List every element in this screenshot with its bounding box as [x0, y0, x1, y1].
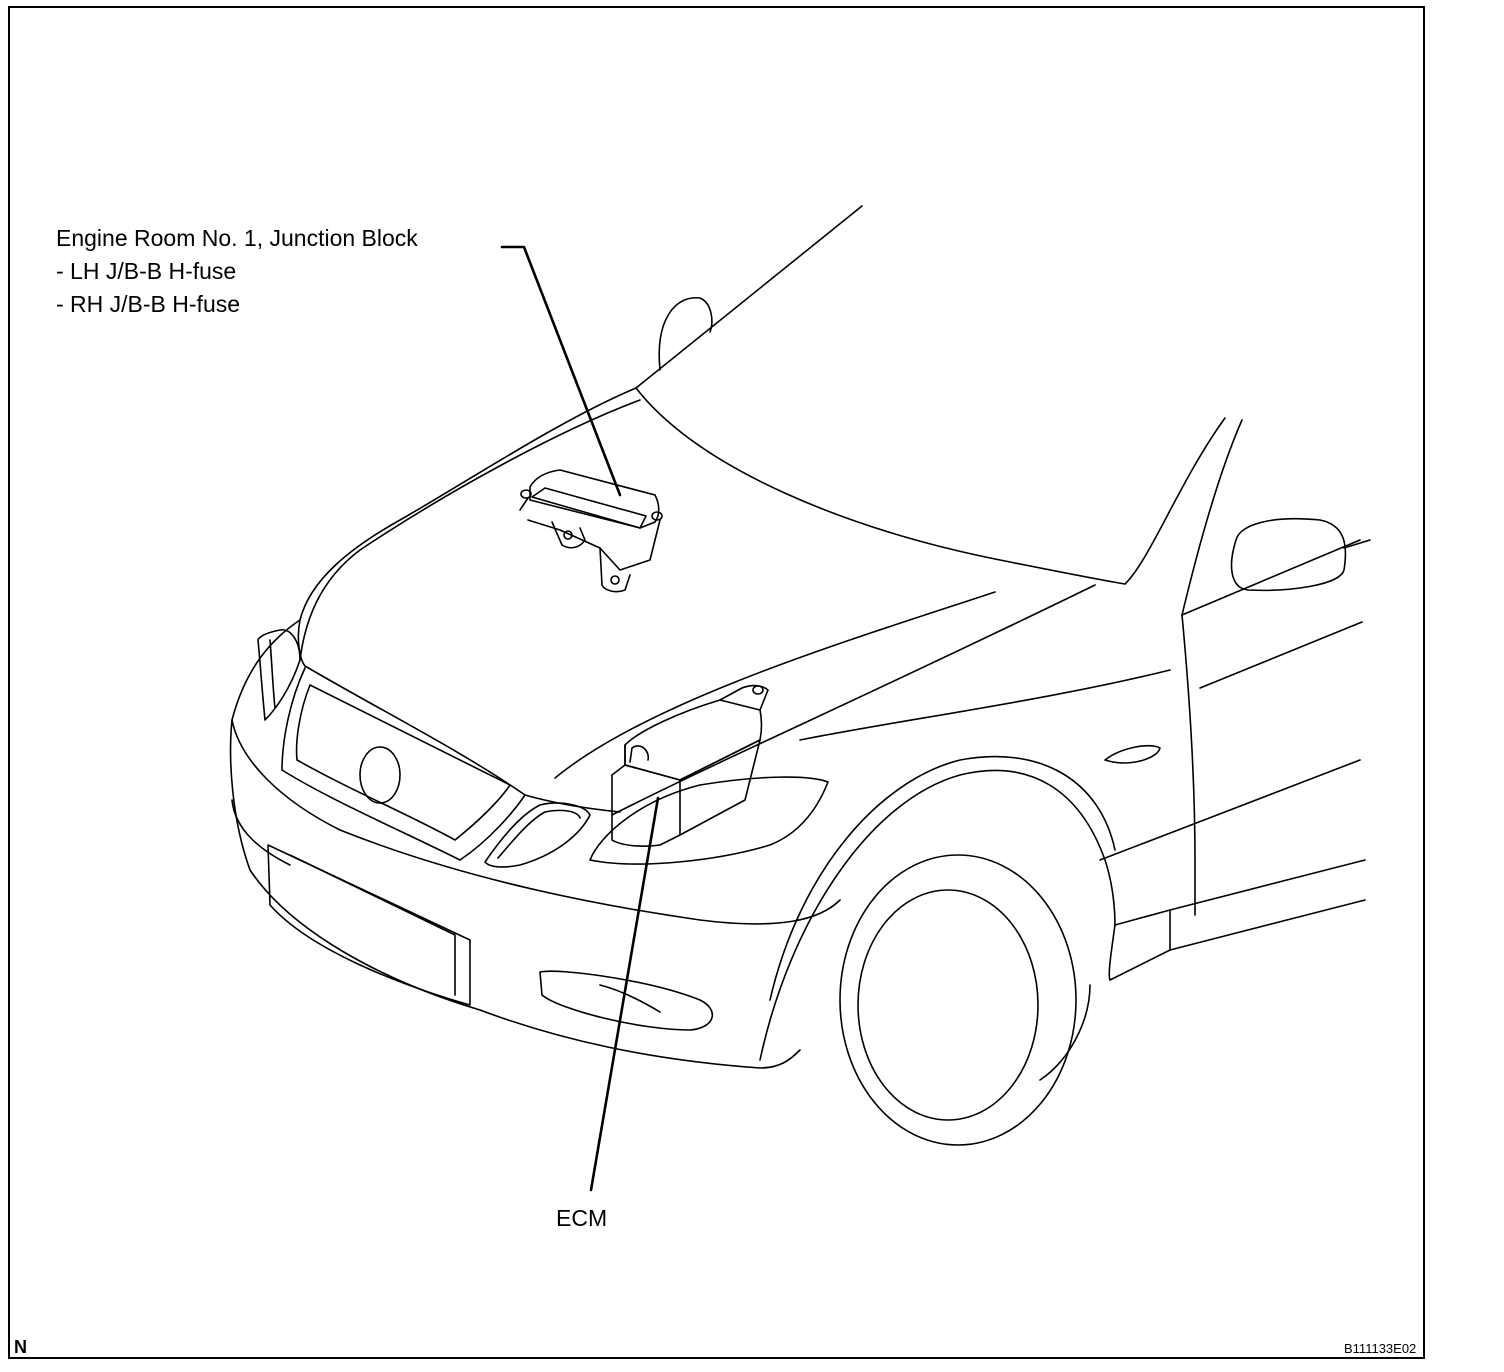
- front-tire: [839, 854, 1077, 1146]
- ecm-callout: ECM: [556, 1205, 608, 1231]
- front-bumper: [229, 619, 801, 1069]
- body-side-line: [1199, 621, 1363, 689]
- figure-code: B111133E02: [1344, 1341, 1417, 1356]
- grille-inner: [295, 684, 511, 841]
- headlamp-right: [484, 802, 591, 868]
- windshield-edge: [635, 205, 863, 389]
- front-wheel-rim: [857, 889, 1039, 1121]
- wheel-arch: [759, 769, 1116, 1061]
- left-mirror: [658, 297, 713, 371]
- hood-outline: [297, 387, 637, 667]
- hood-inner-line: [299, 399, 641, 661]
- ecm-leader: [589, 796, 660, 1192]
- lower-intake: [267, 844, 471, 1006]
- lh-fuse-item: - LH J/B-B H-fuse: [56, 258, 237, 284]
- emblem: [359, 746, 401, 804]
- rocker-panel: [1114, 859, 1366, 926]
- junction-block-leader: [500, 245, 622, 497]
- junction-block-drawing: [519, 469, 663, 593]
- grille-outline: [281, 667, 526, 861]
- fender-line: [554, 591, 996, 779]
- hood-right-crease: [635, 387, 1126, 585]
- junction-block-callout: Engine Room No. 1, Junction Block - LH J…: [56, 222, 418, 321]
- junction-block-title: Engine Room No. 1, Junction Block: [56, 225, 418, 251]
- headlamp-outboard: [589, 776, 829, 865]
- side-marker: [1104, 744, 1161, 764]
- headlamp-left: [257, 629, 301, 721]
- fog-lamp: [539, 970, 714, 1031]
- diagram-frame: [8, 6, 1425, 1359]
- ecm-drawing: [611, 684, 769, 847]
- a-pillar-right: [1181, 419, 1243, 616]
- right-mirror: [1230, 517, 1347, 592]
- cowl-line: [1124, 417, 1226, 585]
- hood-front-edge: [304, 665, 621, 813]
- rh-fuse-item: - RH J/B-B H-fuse: [56, 291, 241, 317]
- north-mark: N: [14, 1337, 27, 1357]
